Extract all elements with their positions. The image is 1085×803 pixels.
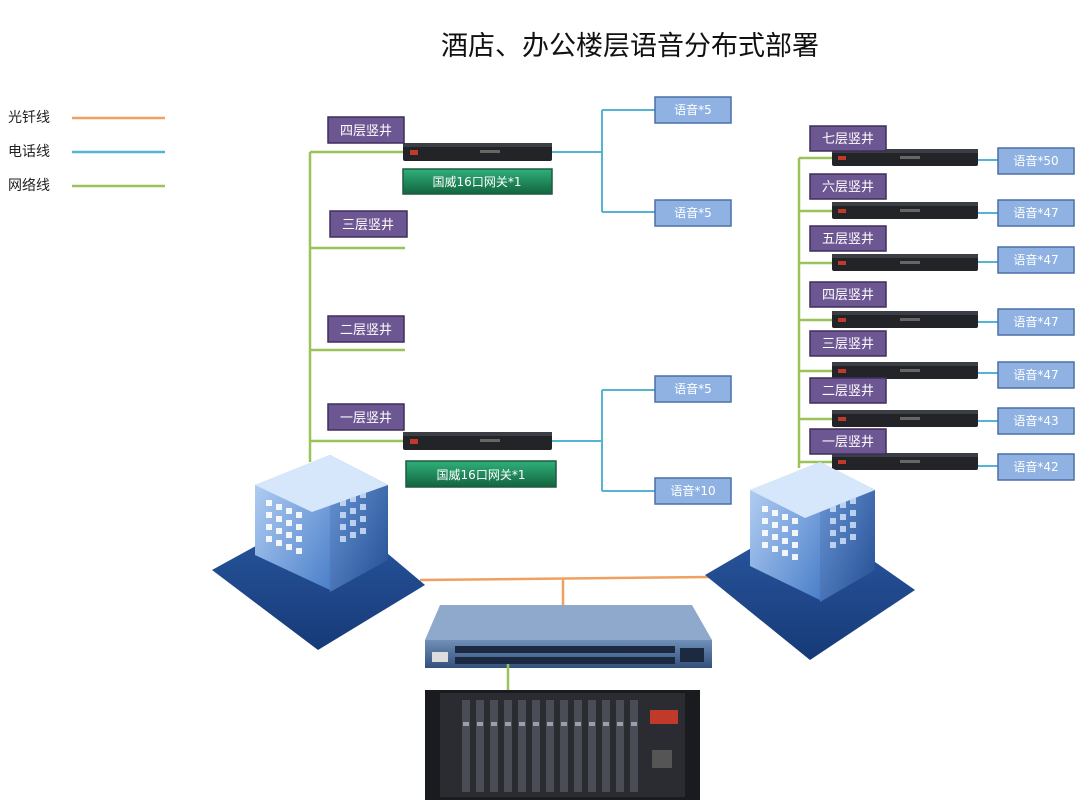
- right-gateway-3: [832, 311, 978, 328]
- gateway-label-1-text: 国威16口网关*1: [433, 175, 522, 189]
- right-voice-label-2: 语音*47: [1013, 252, 1058, 267]
- left-shaft-box-0: [327, 116, 405, 144]
- left-voice-label-0: 语音*5: [674, 102, 712, 117]
- right-shaft-box-6: [809, 428, 887, 455]
- left-shaft-labels: 四层竖井 三层竖井 二层竖井 一层竖井: [327, 116, 408, 431]
- legend-label-fiber: 光钎线: [8, 110, 50, 126]
- right-shaft-labels: 七层竖井 六层竖井 五层竖井 四层竖井 三层竖井 二层竖井 一层竖井: [809, 125, 887, 455]
- gateway-label-1: 国威16口网关*1: [402, 168, 553, 195]
- right-voice-label-4: 语音*47: [1013, 367, 1058, 382]
- right-shaft-label-3: 四层竖井: [822, 288, 874, 303]
- left-network-wiring: [308, 150, 405, 462]
- right-gateways: [832, 149, 978, 470]
- legend-item-network: 网络线: [8, 178, 165, 194]
- right-voice-label-6: 语音*42: [1013, 459, 1058, 474]
- right-voice-label-3: 语音*47: [1013, 314, 1058, 329]
- legend: 光钎线 电话线 网络线: [8, 110, 165, 194]
- legend-label-network: 网络线: [8, 178, 50, 194]
- left-building-icon: [212, 455, 425, 650]
- legend-item-phone: 电话线: [8, 144, 165, 160]
- network-switch-icon: [425, 605, 712, 668]
- right-voice-box-6: [997, 453, 1075, 481]
- right-voice-box-0: [997, 147, 1075, 175]
- right-voice-box-3: [997, 308, 1075, 336]
- left-shaft-label-2: 二层竖井: [340, 323, 392, 338]
- pbx-chassis-icon: [425, 690, 700, 800]
- left-shaft-box-2: [327, 315, 405, 343]
- gateway-label-2-text: 国威16口网关*1: [437, 468, 526, 482]
- left-voice-box-0: [654, 96, 732, 124]
- right-voice-box-5: [997, 407, 1075, 435]
- left-voice-label-3: 语音*10: [670, 483, 715, 498]
- right-voice-label-1: 语音*47: [1013, 205, 1058, 220]
- left-shaft-label-0: 四层竖井: [340, 124, 392, 139]
- right-voice-label-0: 语音*50: [1013, 153, 1058, 168]
- legend-label-phone: 电话线: [8, 144, 50, 160]
- right-voice-box-1: [997, 199, 1075, 227]
- left-gateway-top: [403, 143, 552, 161]
- right-shaft-label-6: 一层竖井: [822, 435, 874, 450]
- left-shaft-label-3: 一层竖井: [340, 411, 392, 426]
- right-gateway-2: [832, 254, 978, 271]
- left-voice-box-1: [654, 199, 732, 227]
- right-gateway-1: [832, 202, 978, 219]
- right-voice-labels: 语音*50 语音*47 语音*47 语音*47 语音*47 语音*43 语音*4…: [997, 147, 1075, 481]
- right-network-wiring: [797, 156, 833, 468]
- left-shaft-label-1: 三层竖井: [342, 218, 394, 233]
- right-shaft-box-4: [809, 330, 887, 357]
- right-shaft-box-2: [809, 225, 887, 252]
- left-voice-box-2: [654, 375, 732, 403]
- left-voice-box-3: [654, 477, 732, 505]
- left-gateway-bottom: [403, 432, 552, 450]
- right-shaft-box-0: [809, 125, 887, 152]
- right-shaft-label-2: 五层竖井: [822, 232, 874, 247]
- right-voice-box-2: [997, 246, 1075, 274]
- right-gateway-6: [832, 453, 978, 470]
- right-shaft-box-5: [809, 377, 887, 404]
- right-shaft-box-1: [809, 173, 887, 200]
- legend-item-fiber: 光钎线: [8, 110, 165, 126]
- right-voice-label-5: 语音*43: [1013, 413, 1058, 428]
- right-voice-box-4: [997, 361, 1075, 389]
- right-shaft-label-5: 二层竖井: [822, 384, 874, 399]
- right-shaft-label-0: 七层竖井: [822, 132, 874, 147]
- right-building-icon: [705, 462, 915, 660]
- left-voice-label-2: 语音*5: [674, 381, 712, 396]
- right-gateway-4: [832, 362, 978, 379]
- fiber-link: [419, 575, 711, 605]
- right-shaft-label-4: 三层竖井: [822, 337, 874, 352]
- left-shaft-box-3: [327, 403, 405, 431]
- left-voice-label-1: 语音*5: [674, 205, 712, 220]
- right-shaft-box-3: [809, 281, 887, 308]
- right-gateway-5: [832, 410, 978, 427]
- gateway-label-2: 国威16口网关*1: [405, 460, 557, 488]
- left-phone-wiring: [552, 109, 655, 492]
- left-voice-labels: 语音*5 语音*5 语音*5 语音*10: [654, 96, 732, 505]
- page-title: 酒店、办公楼层语音分布式部署: [441, 31, 819, 62]
- right-shaft-label-1: 六层竖井: [822, 180, 874, 195]
- right-phone-wiring: [978, 159, 998, 467]
- right-gateway-0: [832, 149, 978, 166]
- left-shaft-box-1: [329, 210, 408, 238]
